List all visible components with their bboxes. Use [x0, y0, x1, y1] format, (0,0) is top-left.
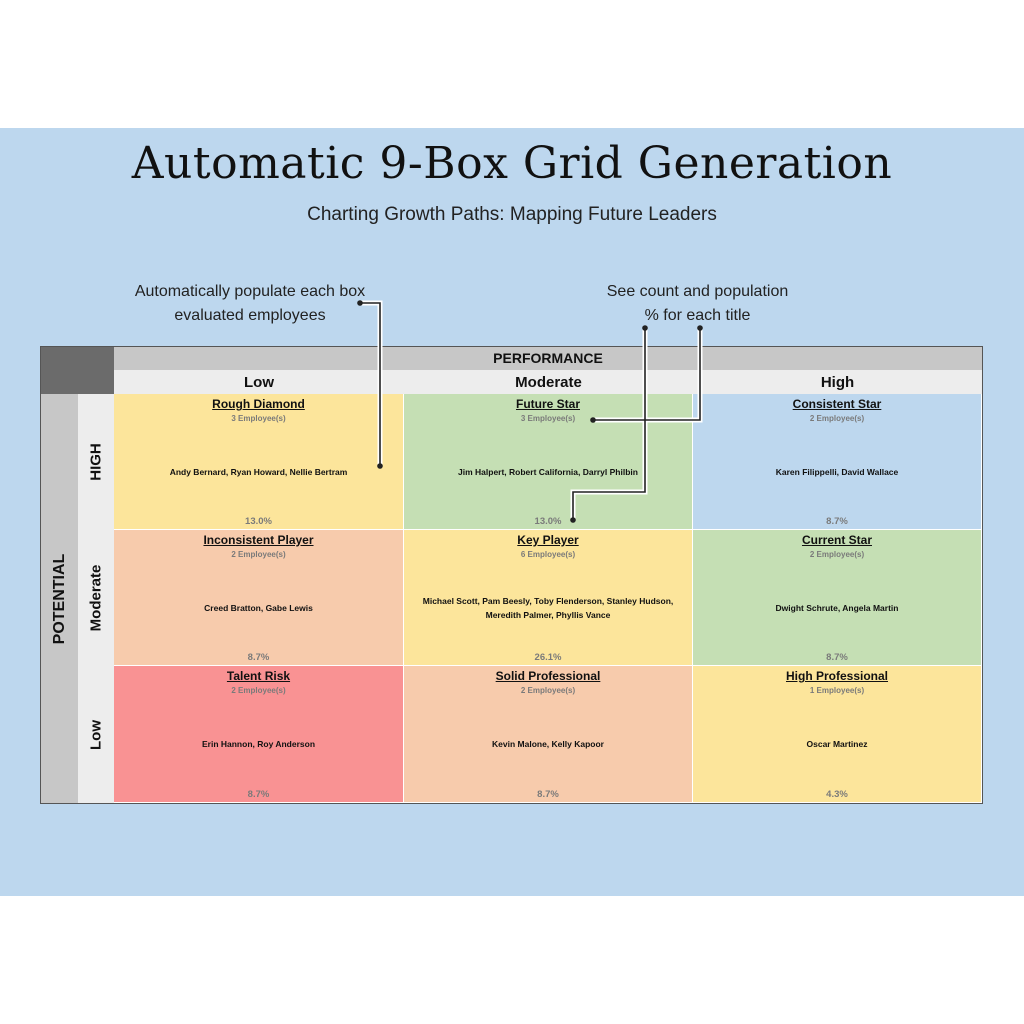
page-subtitle: Charting Growth Paths: Mapping Future Le… [307, 204, 717, 225]
box-consistent-star: Consistent Star 2 Employee(s) Karen Fili… [693, 394, 982, 530]
box-title: Rough Diamond [212, 397, 305, 411]
box-title: Inconsistent Player [203, 533, 314, 547]
column-header-high: High [693, 370, 982, 394]
box-inconsistent-player: Inconsistent Player 2 Employee(s) Creed … [114, 530, 404, 666]
box-employee-count: 2 Employee(s) [520, 686, 576, 695]
callout-populate-line1: Automatically populate each box [134, 283, 366, 300]
box-population-percent: 13.0% [534, 516, 562, 527]
row-header-low: Low [78, 666, 114, 803]
callout-count-line2: % for each title [644, 307, 751, 324]
box-employee-names: Andy Bernard, Ryan Howard, Nellie Bertra… [169, 467, 348, 477]
box-title: Solid Professional [495, 669, 601, 683]
column-header-moderate: Moderate [404, 370, 693, 394]
box-employee-count: 2 Employee(s) [809, 550, 865, 559]
box-talent-risk: Talent Risk 2 Employee(s) Erin Hannon, R… [114, 666, 404, 803]
box-population-percent: 8.7% [247, 652, 270, 663]
callout-populate: Automatically populate each box evaluate… [80, 280, 420, 328]
box-employee-names: Erin Hannon, Roy Anderson [201, 739, 316, 749]
box-population-percent: 26.1% [534, 652, 562, 663]
box-population-percent: 8.7% [537, 789, 559, 800]
box-employee-names: Jim Halpert, Robert California, Darryl P… [458, 467, 638, 477]
row-header-high: HIGH [78, 394, 114, 530]
box-key-player: Key Player 6 Employee(s) Michael Scott, … [404, 530, 693, 666]
box-rough-diamond: Rough Diamond 3 Employee(s) Andy Bernard… [114, 394, 404, 530]
box-employee-names: Michael Scott, Pam Beesly, Toby Flenders… [422, 596, 674, 620]
box-title: Consistent Star [792, 397, 882, 411]
box-population-percent: 8.7% [826, 516, 848, 527]
box-employee-count: 2 Employee(s) [231, 550, 286, 559]
box-employee-count: 3 Employee(s) [231, 414, 286, 423]
box-employee-count: 1 Employee(s) [809, 686, 865, 695]
box-employee-names: Creed Bratton, Gabe Lewis [204, 603, 313, 613]
box-title: High Professional [785, 669, 889, 683]
box-solid-professional: Solid Professional 2 Employee(s) Kevin M… [404, 666, 693, 803]
box-high-professional: High Professional 1 Employee(s) Oscar Ma… [693, 666, 982, 803]
grid-corner [41, 347, 114, 394]
callout-populate-line2: evaluated employees [174, 307, 326, 324]
row-label-low: Low [87, 719, 105, 750]
row-label-moderate: Moderate [87, 564, 105, 632]
box-employee-names: Oscar Martinez [806, 739, 868, 749]
box-future-star: Future Star 3 Employee(s) Jim Halpert, R… [404, 394, 693, 530]
box-population-percent: 4.3% [826, 789, 848, 800]
potential-axis-header: POTENTIAL [41, 394, 78, 803]
performance-axis-header: PERFORMANCE [114, 347, 982, 370]
box-title: Future Star [515, 397, 580, 411]
box-population-percent: 13.0% [245, 516, 272, 527]
box-population-percent: 8.7% [826, 652, 848, 663]
row-header-moderate: Moderate [78, 530, 114, 666]
box-title: Talent Risk [226, 669, 291, 683]
column-header-low: Low [114, 370, 404, 394]
box-employee-names: Dwight Schrute, Angela Martin [775, 603, 899, 613]
box-employee-count: 6 Employee(s) [520, 550, 576, 559]
box-population-percent: 8.7% [247, 789, 270, 800]
box-title: Key Player [517, 533, 579, 547]
page-title: Automatic 9-Box Grid Generation [131, 138, 893, 189]
box-employee-count: 2 Employee(s) [231, 686, 286, 695]
box-employee-count: 2 Employee(s) [809, 414, 865, 423]
box-employee-names: Kevin Malone, Kelly Kapoor [492, 739, 604, 749]
box-title: Current Star [801, 533, 872, 547]
callout-count: See count and population % for each titl… [570, 280, 825, 328]
box-employee-count: 3 Employee(s) [520, 414, 576, 423]
box-current-star: Current Star 2 Employee(s) Dwight Schrut… [693, 530, 982, 666]
box-employee-names: Karen Filippelli, David Wallace [775, 467, 899, 477]
nine-box-grid: PERFORMANCE Low Moderate High POTENTIAL … [40, 346, 983, 804]
potential-axis-label: POTENTIAL [50, 553, 68, 644]
callout-count-line1: See count and population [606, 283, 789, 300]
row-label-high: HIGH [87, 443, 105, 481]
